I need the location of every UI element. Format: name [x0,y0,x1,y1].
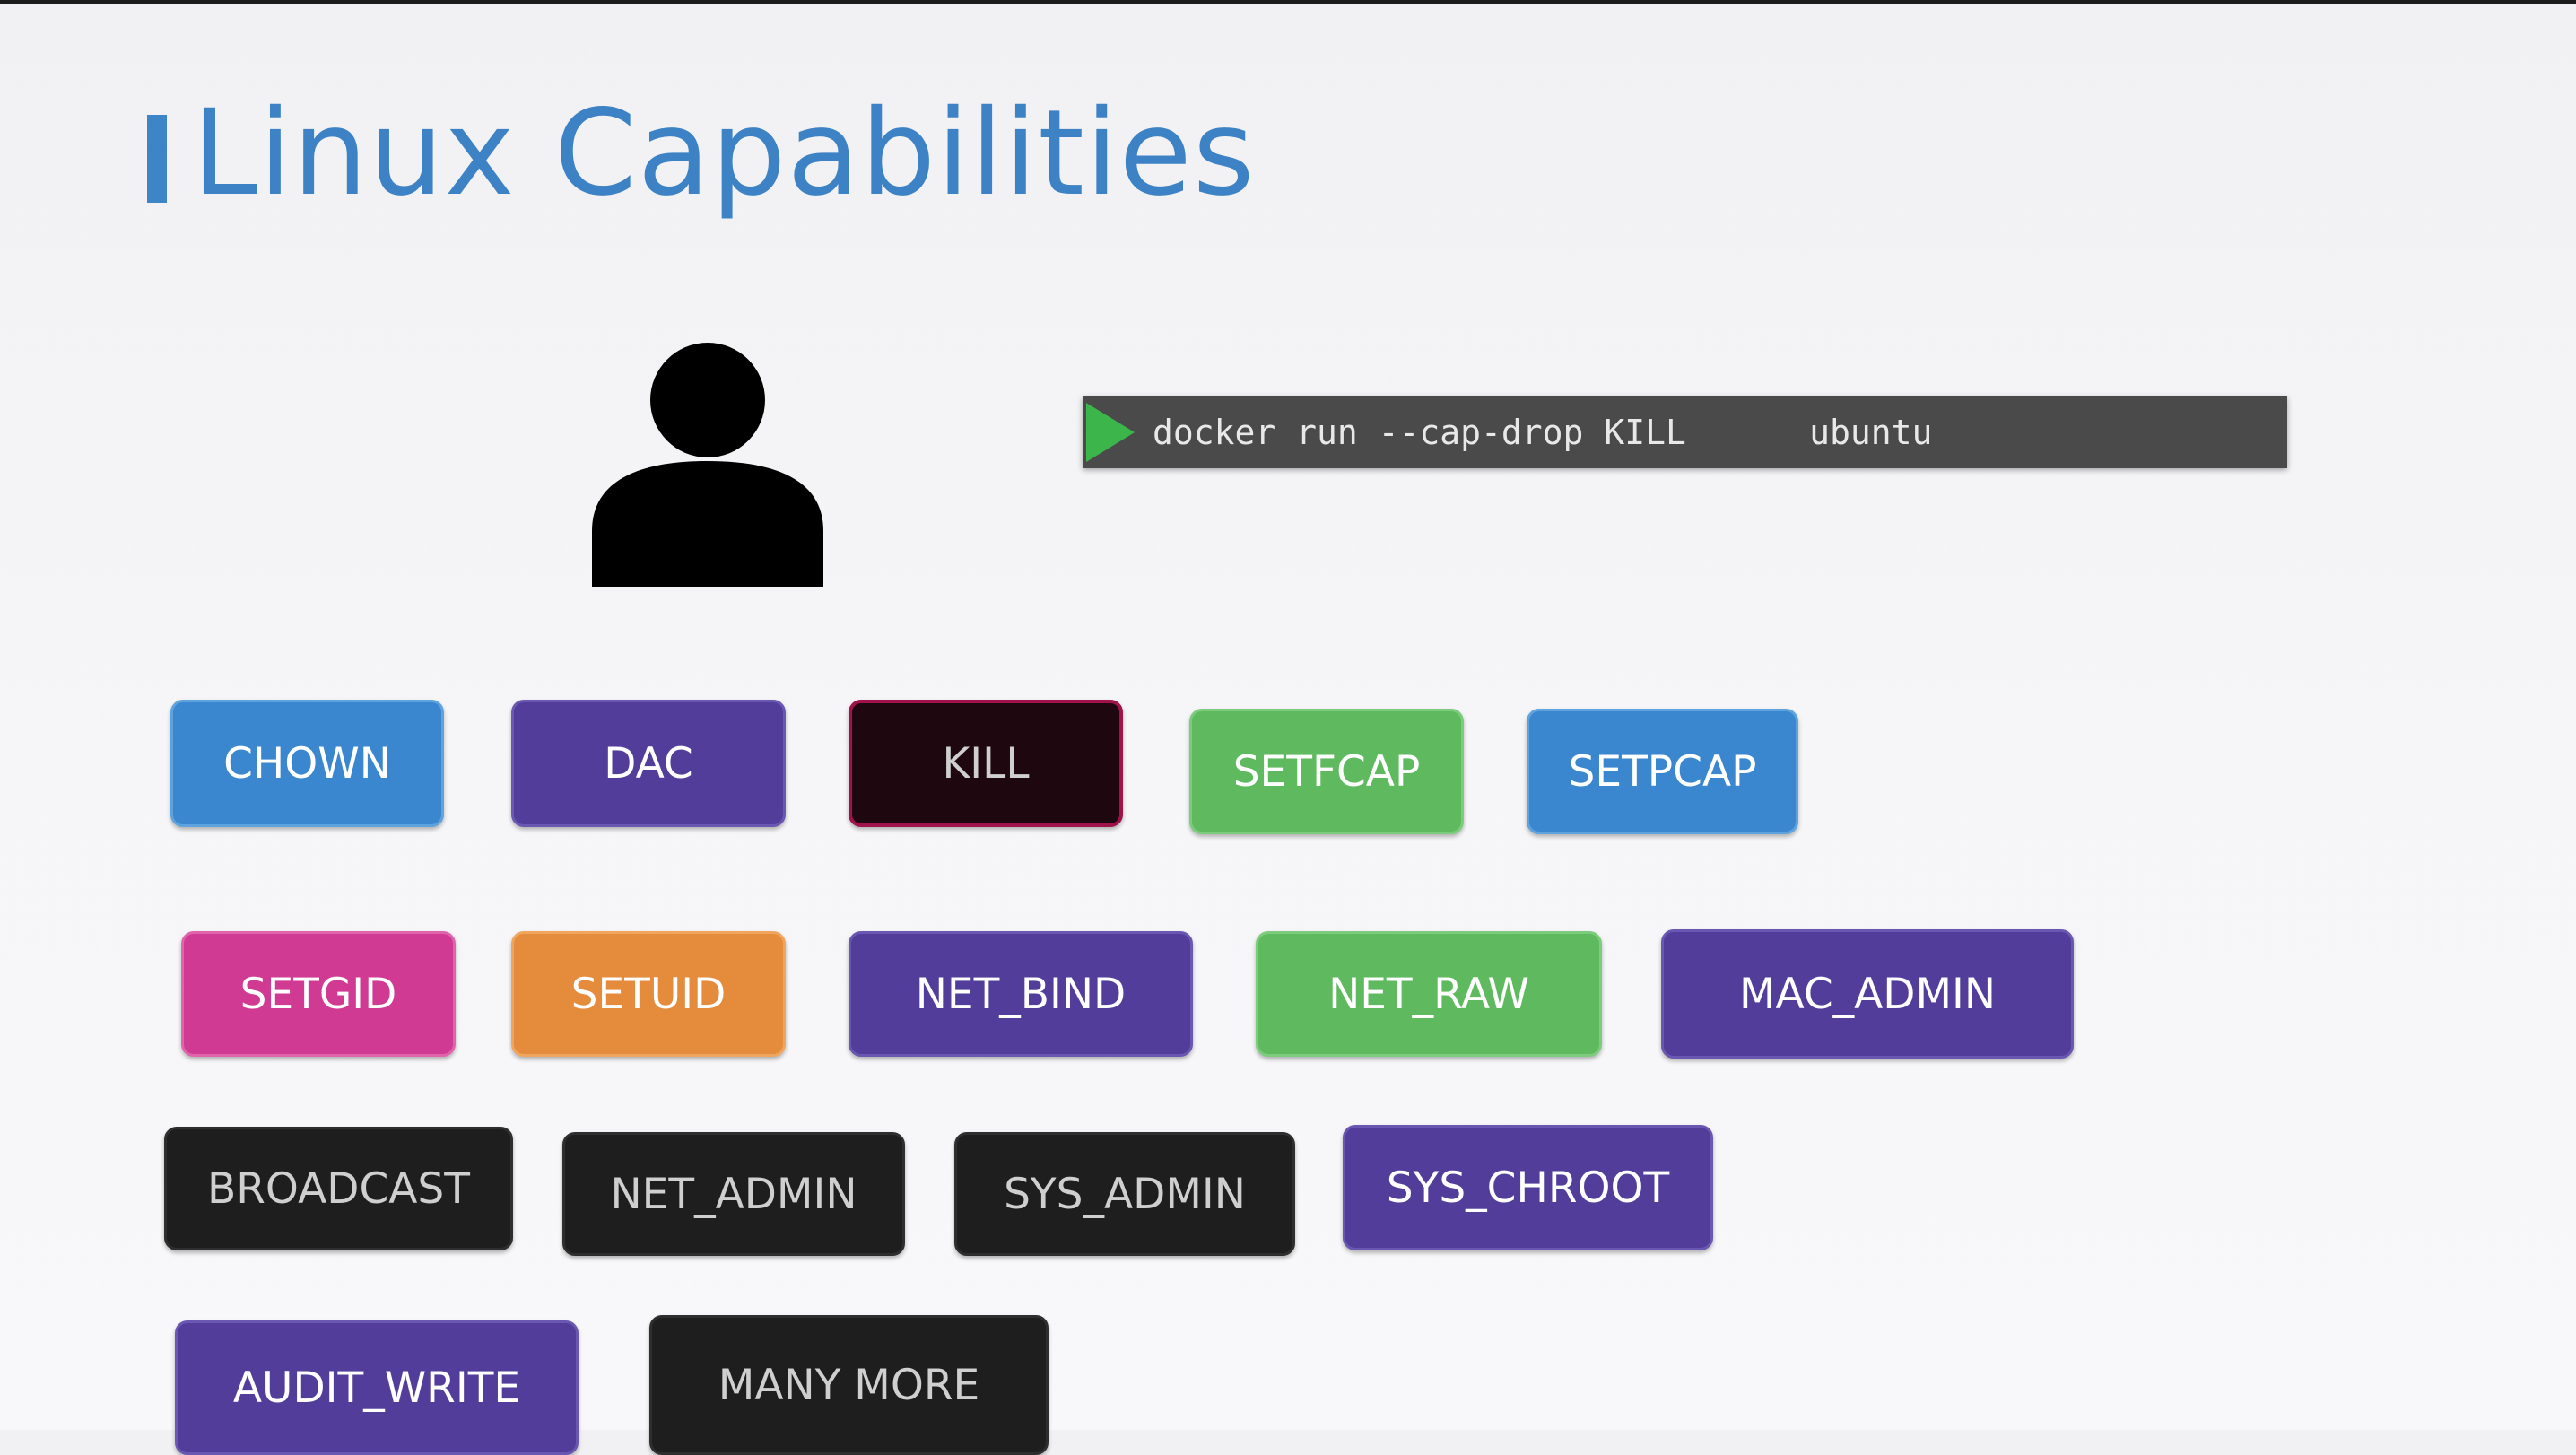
capability-setfcap: SETFCAP [1189,709,1464,834]
play-icon [1086,403,1135,462]
capability-sys-chroot: SYS_CHROOT [1343,1125,1713,1250]
capability-net-admin: NET_ADMIN [562,1132,905,1256]
capability-many-more: MANY MORE [649,1315,1049,1455]
capability-mac-admin: MAC_ADMIN [1661,929,2074,1059]
capability-setgid: SETGID [181,931,456,1057]
capability-setuid: SETUID [511,931,786,1057]
capability-dac: DAC [511,700,786,827]
title-accent-bar [147,115,167,203]
capability-audit-write: AUDIT_WRITE [175,1320,579,1455]
capability-net-bind: NET_BIND [849,931,1193,1057]
capability-net-raw: NET_RAW [1256,931,1602,1057]
capability-chown: CHOWN [170,700,444,827]
slide-title: Linux Capabilities [192,84,1256,222]
capability-sys-admin: SYS_ADMIN [954,1132,1295,1256]
capability-broadcast: BROADCAST [164,1127,513,1250]
terminal-command: docker run --cap-drop KILL ubuntu [1153,413,1933,452]
top-border [0,0,2576,4]
capability-setpcap: SETPCAP [1527,709,1798,834]
capability-kill: KILL [849,700,1123,827]
user-icon [592,343,823,587]
terminal-command-bar: docker run --cap-drop KILL ubuntu [1083,396,2287,468]
